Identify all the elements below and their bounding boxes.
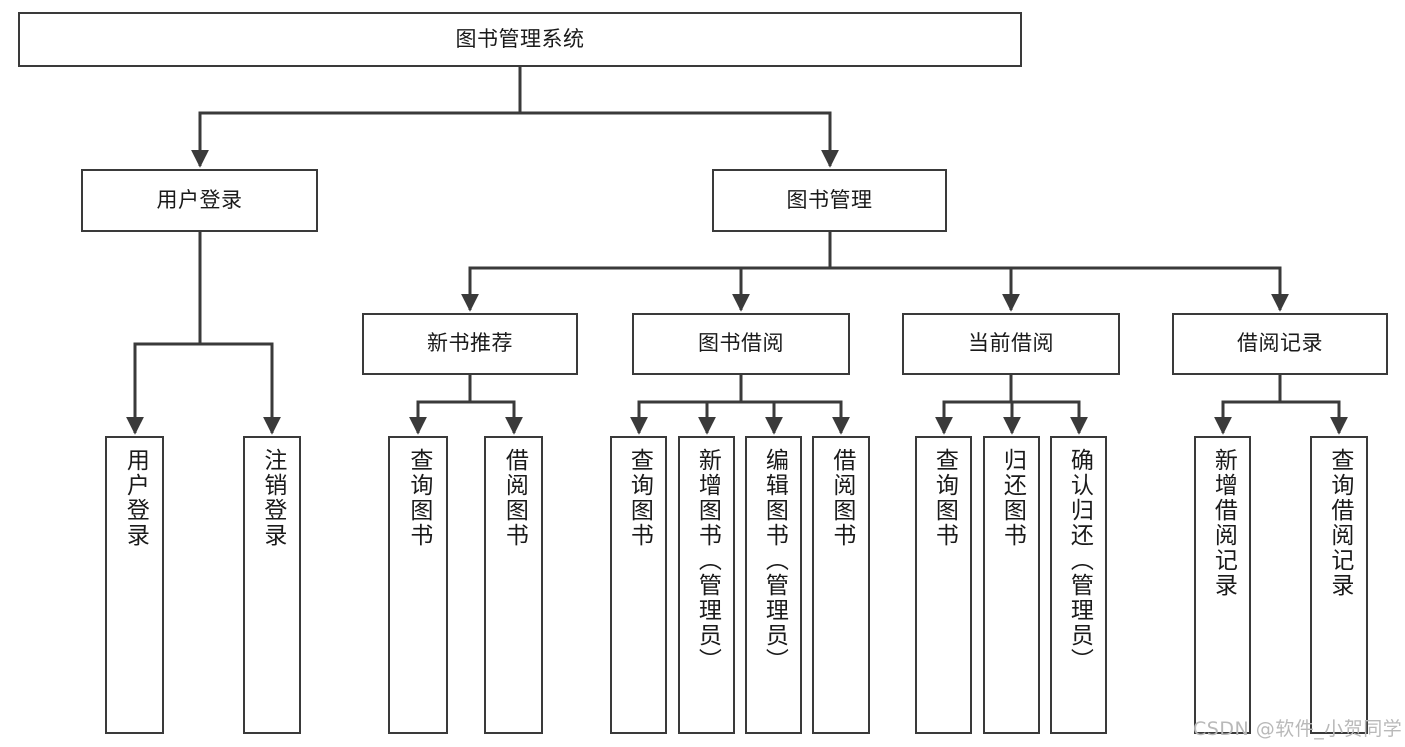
node-leaf-borrow-query-book[interactable]: 查询图书 [610,436,667,734]
connector-book-manage-to-borrow-record [830,266,1289,312]
node-leaf-logout[interactable]: 注销登录 [243,436,301,734]
node-leaf-rec-borrow-book[interactable]: 借阅图书 [484,436,543,734]
connector-root-to-user-login [191,111,520,168]
node-label: 注销登录 [259,448,286,548]
node-label: 图书管理系统 [455,26,585,51]
connector-user-login-to-leaf-logout [200,342,281,435]
connector-new-book-rec-to-leaf-rec-borrow-book [470,400,523,435]
node-user-login[interactable]: 用户登录 [81,169,318,232]
node-leaf-cur-query-book[interactable]: 查询图书 [915,436,972,734]
node-label: 确认归还（管理员） [1066,448,1093,673]
node-leaf-confirm-return-admin[interactable]: 确认归还（管理员） [1050,436,1107,734]
connector-current-borrow-to-leaf-return-book [1003,400,1021,435]
connector-user-login-to-leaf-user-login [126,342,200,435]
connector-root-to-book-manage [520,111,839,168]
connector-book-borrow-to-leaf-edit-book-admin [741,400,783,435]
node-leaf-edit-book-admin[interactable]: 编辑图书（管理员） [745,436,802,734]
node-label: 查询图书 [405,448,432,548]
node-leaf-add-book-admin[interactable]: 新增图书（管理员） [678,436,735,734]
connector-book-manage-to-book-borrow [732,266,830,312]
connector-new-book-rec-to-leaf-rec-query-book [409,400,470,435]
node-current-borrow[interactable]: 当前借阅 [902,313,1120,375]
connector-current-borrow-to-leaf-confirm-return-admin [1011,400,1088,435]
node-label: 新增图书（管理员） [694,448,721,673]
node-book-manage[interactable]: 图书管理 [712,169,947,232]
node-label: 新书推荐 [427,331,513,356]
node-root[interactable]: 图书管理系统 [18,12,1022,67]
node-label: 归还图书 [999,448,1026,548]
node-label: 当前借阅 [968,331,1054,356]
node-label: 查询图书 [931,448,958,548]
node-label: 图书借阅 [698,331,784,356]
watermark-text: CSDN @软件_小贺同学 [1193,718,1403,740]
node-label: 查询借阅记录 [1326,448,1353,598]
node-book-borrow[interactable]: 图书借阅 [632,313,850,375]
node-leaf-query-borrow-record[interactable]: 查询借阅记录 [1310,436,1368,734]
connector-book-borrow-to-leaf-add-book-admin [698,400,741,435]
node-label: 借阅图书 [828,448,855,548]
node-label: 编辑图书（管理员） [761,448,788,673]
node-label: 用户登录 [122,448,149,548]
node-label: 新增借阅记录 [1210,448,1237,598]
node-leaf-return-book[interactable]: 归还图书 [983,436,1040,734]
node-label: 查询图书 [626,448,653,548]
connector-borrow-record-to-leaf-add-borrow-record [1214,400,1280,435]
node-label: 借阅图书 [501,448,528,548]
node-label: 用户登录 [156,187,243,212]
connector-borrow-record-to-leaf-query-borrow-record [1280,400,1348,435]
connector-current-borrow-to-leaf-cur-query-book [935,400,1011,435]
node-leaf-rec-query-book[interactable]: 查询图书 [388,436,448,734]
node-borrow-record[interactable]: 借阅记录 [1172,313,1388,375]
connector-book-manage-to-current-borrow [830,266,1020,312]
node-label: 借阅记录 [1237,331,1323,356]
node-leaf-borrow-book[interactable]: 借阅图书 [812,436,870,734]
connector-book-borrow-to-leaf-borrow-book [741,400,850,435]
connector-book-manage-to-new-book-rec [461,266,830,312]
node-new-book-rec[interactable]: 新书推荐 [362,313,578,375]
node-label: 图书管理 [786,187,873,212]
node-leaf-add-borrow-record[interactable]: 新增借阅记录 [1194,436,1251,734]
node-leaf-user-login[interactable]: 用户登录 [105,436,164,734]
connector-book-borrow-to-leaf-borrow-query-book [630,400,741,435]
